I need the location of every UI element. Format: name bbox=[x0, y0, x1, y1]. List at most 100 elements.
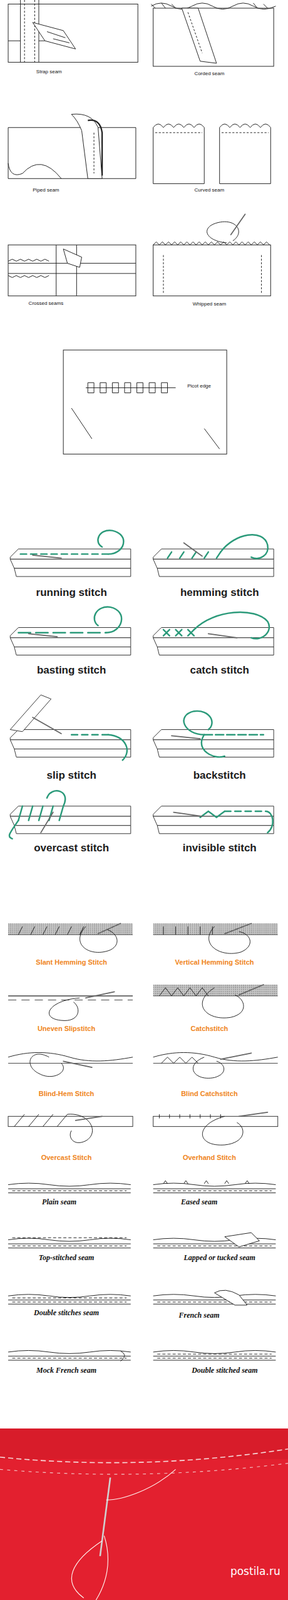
sketch-shape bbox=[153, 627, 274, 656]
seam-label: Lapped or tucked seam bbox=[182, 1253, 257, 1263]
sketch-shape bbox=[8, 40, 46, 42]
sketch-shape bbox=[224, 810, 266, 813]
sketch-shape bbox=[153, 1350, 277, 1360]
sketch-shape bbox=[120, 1351, 125, 1362]
sketch-shape bbox=[8, 1183, 131, 1193]
seam-label: Double stitches seam bbox=[32, 1308, 101, 1318]
sketch-shape bbox=[153, 806, 274, 834]
sketch-shape bbox=[12, 1237, 128, 1239]
sketch-shape bbox=[20, 0, 39, 62]
sketch-shape bbox=[87, 120, 103, 176]
sketch-shape bbox=[48, 997, 80, 1021]
sketch-shape bbox=[71, 408, 220, 449]
sketch-shape bbox=[8, 1114, 133, 1144]
stitch-label: invisible stitch bbox=[181, 842, 258, 855]
watermark: postila.ru bbox=[230, 1565, 281, 1578]
sketch-shape bbox=[106, 1469, 176, 1501]
sketch-shape bbox=[93, 132, 95, 174]
sketch-shape bbox=[153, 1180, 277, 1194]
seam-caption: Corded seam bbox=[192, 70, 226, 77]
sketch-shape bbox=[153, 612, 274, 656]
sketch-shape bbox=[173, 812, 203, 818]
sketch-shape bbox=[153, 730, 274, 758]
sketch-shape bbox=[87, 382, 168, 393]
sketch-shape bbox=[187, 12, 203, 54]
seam-label: French seam bbox=[177, 1311, 222, 1321]
sketch-shape bbox=[202, 987, 244, 1019]
sketch-shape bbox=[194, 612, 270, 639]
sketch-shape bbox=[100, 1477, 111, 1557]
seam-label: Plain seam bbox=[40, 1197, 78, 1208]
sketch-shape bbox=[202, 1116, 243, 1146]
sketch-shape bbox=[157, 1354, 272, 1355]
sketch-shape bbox=[71, 733, 109, 736]
sketch-shape bbox=[18, 806, 64, 821]
sketch-shape bbox=[163, 1180, 250, 1184]
sketch-shape bbox=[8, 1294, 131, 1305]
sketch-shape bbox=[153, 923, 278, 935]
sketch-shape bbox=[0, 1463, 288, 1476]
stitch-label: hemming stitch bbox=[179, 586, 261, 600]
sketch-shape bbox=[200, 811, 225, 818]
sketch-shape bbox=[153, 806, 274, 834]
sketch-shape bbox=[167, 552, 222, 559]
sketch-shape bbox=[153, 214, 272, 296]
sketch-shape bbox=[265, 811, 273, 833]
sketch-shape bbox=[184, 711, 213, 736]
stitch-label: Vertical Hemming Stitch bbox=[174, 958, 256, 967]
sketch-shape bbox=[8, 1183, 131, 1193]
sketch-shape bbox=[153, 1116, 278, 1127]
sketch-shape bbox=[207, 221, 240, 243]
stitch-label: Overcast Stitch bbox=[40, 1153, 94, 1162]
sketch-shape bbox=[108, 735, 128, 761]
sketch-shape bbox=[10, 730, 131, 758]
sketch-shape bbox=[10, 530, 131, 577]
sketch-shape bbox=[63, 349, 227, 454]
sketch-shape bbox=[153, 1232, 277, 1248]
stitch-label: Uneven Slipstitch bbox=[36, 1024, 97, 1033]
sketch-shape bbox=[32, 555, 62, 559]
sketch-shape bbox=[14, 1114, 68, 1127]
sketch-shape bbox=[24, 0, 26, 62]
stitch-label: backstitch bbox=[192, 769, 248, 782]
sketch-shape bbox=[40, 812, 54, 834]
seam-caption: Crossed seams bbox=[27, 300, 66, 307]
seam-caption: Strap seam bbox=[35, 68, 64, 75]
sketch-shape bbox=[150, 3, 268, 9]
stitch-label: catch stitch bbox=[188, 664, 250, 677]
sketch-shape bbox=[153, 984, 278, 997]
sketch-shape bbox=[208, 633, 238, 638]
stitch-label: Catchstitch bbox=[189, 1024, 230, 1033]
seam-caption: Whipped seam bbox=[191, 301, 228, 307]
sketch-shape bbox=[46, 790, 66, 806]
sketch-shape bbox=[153, 1183, 277, 1193]
sketch-shape bbox=[8, 1052, 133, 1062]
stitch-label: basting stitch bbox=[35, 664, 108, 677]
sketch-shape bbox=[0, 1449, 288, 1464]
sketch-shape bbox=[8, 113, 136, 179]
seam-caption: Picot edge bbox=[185, 383, 213, 389]
stitch-label: running stitch bbox=[35, 586, 109, 600]
sketch-shape bbox=[153, 711, 274, 758]
sketch-shape bbox=[163, 255, 262, 295]
sketch-shape bbox=[159, 1114, 221, 1119]
sketch-shape bbox=[8, 1350, 131, 1362]
sketch-shape bbox=[8, 923, 133, 953]
sketch-shape bbox=[10, 694, 131, 761]
sketch-shape bbox=[32, 717, 62, 734]
sketch-shape bbox=[94, 607, 122, 633]
sketch-shape bbox=[8, 1350, 131, 1360]
sketch-shape bbox=[163, 926, 213, 935]
sketch-shape bbox=[181, 8, 216, 64]
sketch-shape bbox=[63, 349, 227, 454]
sketch-shape bbox=[155, 132, 269, 133]
sketch-shape bbox=[220, 1053, 252, 1060]
sketch-shape bbox=[8, 1052, 133, 1077]
sketch-shape bbox=[8, 1238, 131, 1248]
sketch-shape bbox=[8, 995, 133, 997]
sketch-shape bbox=[8, 991, 133, 1021]
sketch-shape bbox=[153, 1052, 278, 1062]
seam-caption: Curved seam bbox=[193, 187, 227, 193]
sketch-shape bbox=[214, 1290, 248, 1306]
sketch-shape bbox=[184, 542, 203, 556]
